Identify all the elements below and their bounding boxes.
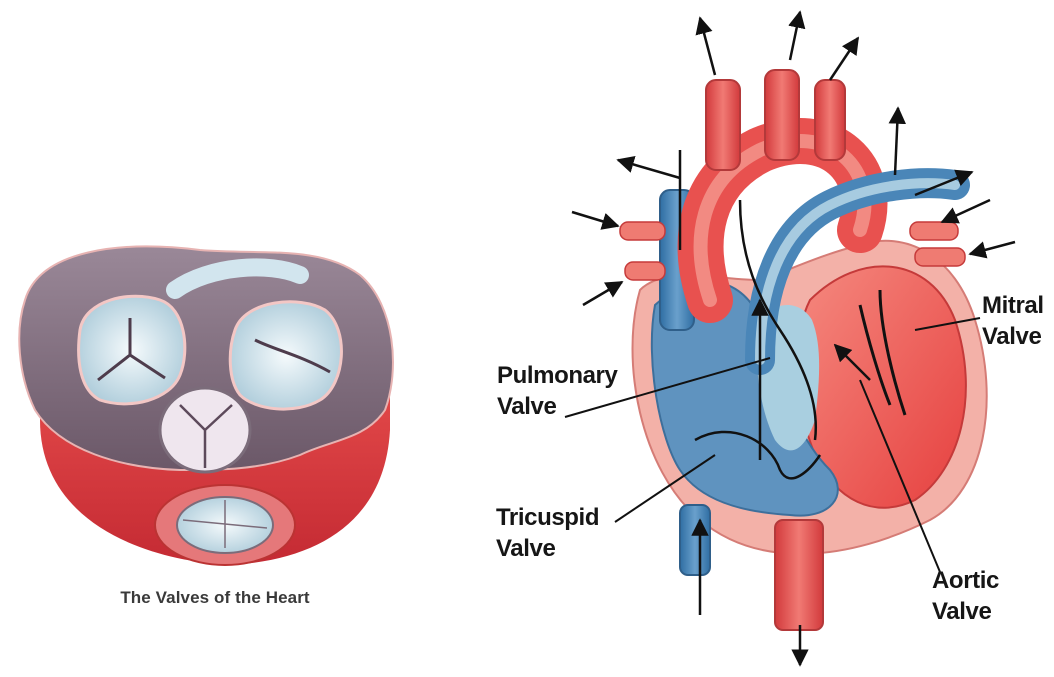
valves-top-view-illustration bbox=[19, 247, 393, 565]
label-aortic-line2: Valve bbox=[932, 596, 999, 627]
label-aortic-line1: Aortic bbox=[932, 565, 999, 596]
label-aortic-valve: Aortic Valve bbox=[932, 565, 999, 627]
label-tricuspid-line2: Valve bbox=[496, 533, 599, 564]
label-mitral-line2: Valve bbox=[982, 321, 1044, 352]
label-tricuspid-valve: Tricuspid Valve bbox=[496, 502, 599, 564]
label-mitral-line1: Mitral bbox=[982, 290, 1044, 321]
label-tricuspid-line1: Tricuspid bbox=[496, 502, 599, 533]
label-mitral-valve: Mitral Valve bbox=[982, 290, 1044, 352]
label-pulmonary-valve: Pulmonary Valve bbox=[497, 360, 617, 422]
label-pulmonary-line1: Pulmonary bbox=[497, 360, 617, 391]
label-pulmonary-line2: Valve bbox=[497, 391, 617, 422]
heart-illustration bbox=[620, 70, 987, 630]
caption-valves-of-the-heart: The Valves of the Heart bbox=[55, 588, 375, 608]
